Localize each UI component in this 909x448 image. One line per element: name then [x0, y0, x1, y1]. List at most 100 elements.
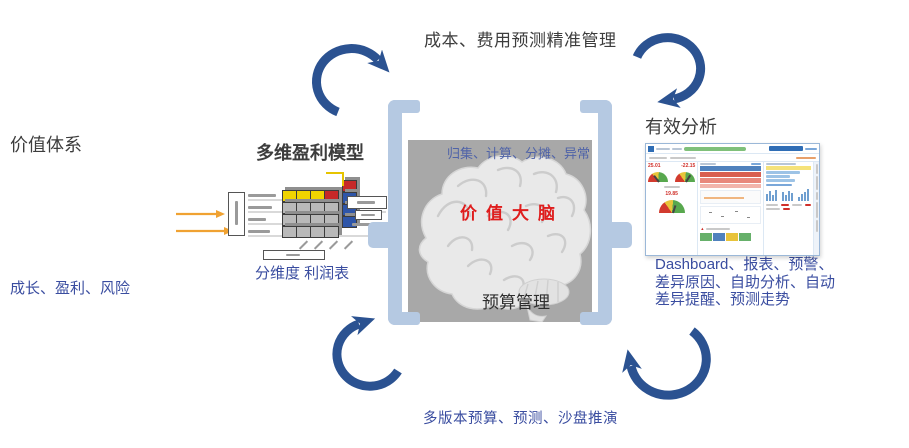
- text-line: [663, 186, 680, 188]
- table-header: [700, 166, 762, 171]
- budget-management-label: 预算管理: [482, 293, 550, 312]
- cube-cell: [296, 202, 311, 214]
- text-line: [783, 208, 791, 210]
- scatter-chart-mini: [700, 206, 762, 224]
- cycle-arrow-bottom-right-icon: [622, 327, 711, 400]
- text-line: [700, 163, 717, 165]
- dashboard-middle-column: ▲: [697, 162, 765, 255]
- analysis-caption-line: Dashboard、报表、预警、: [655, 256, 834, 273]
- cube-cell: [324, 190, 339, 202]
- analysis-caption-line: 差异原因、自助分析、自动: [655, 273, 836, 291]
- dashboard-right-column: [764, 162, 813, 255]
- dashboard-gauges-column: 25.01 -22.15 19.85: [646, 162, 697, 255]
- text-line: [781, 204, 790, 206]
- text-line: [672, 147, 682, 150]
- text-line: [706, 228, 731, 230]
- table-row: [700, 172, 762, 177]
- kpi-value: 19.85: [665, 191, 678, 197]
- dashboard-screenshot: 25.01 -22.15 19.85: [645, 143, 820, 256]
- analysis-title: 有效分析: [645, 117, 717, 137]
- gauge-chart: [648, 172, 668, 182]
- cube-cell: [296, 226, 311, 238]
- cube-cell: [310, 226, 325, 238]
- cycle-arrow-top-left-icon: [312, 44, 390, 117]
- cube-cell: [324, 226, 339, 238]
- gauge-chart: [675, 172, 696, 182]
- text-line: [796, 156, 816, 159]
- text-line: [805, 147, 817, 150]
- cube-cell: [282, 226, 297, 238]
- hbar: [766, 171, 801, 174]
- text-line: [766, 204, 779, 206]
- dashboard-header: [646, 144, 819, 154]
- cube-cell: [310, 190, 325, 202]
- text-line: [313, 240, 324, 250]
- bar-chart-mini: [700, 190, 762, 204]
- cube-cell: [282, 202, 297, 214]
- profit-model-title: 多维盈利模型: [256, 143, 364, 163]
- value-system-caption: 成长、盈利、风险: [10, 280, 131, 297]
- hbar: [766, 175, 791, 178]
- hbar: [766, 179, 796, 182]
- cube-cell: [342, 180, 357, 192]
- text-line: [235, 201, 238, 225]
- heatmap-squares: [700, 233, 761, 243]
- text-line: [751, 163, 762, 165]
- cube-cell: [296, 190, 311, 202]
- logo-icon: [648, 145, 654, 152]
- kpi-value: 25.01: [648, 163, 661, 169]
- cube-cell: [282, 190, 297, 202]
- profit-model-caption: 分维度 利润表: [255, 265, 350, 282]
- text-line: [656, 147, 670, 150]
- cycle-arrow-bottom-left-icon: [332, 316, 402, 391]
- text-line: [815, 176, 818, 190]
- text-line: [352, 223, 372, 226]
- cube-cell: [310, 214, 325, 226]
- text-line: [766, 184, 793, 186]
- dashboard-side-rail: [813, 162, 819, 255]
- text-line: [248, 230, 270, 233]
- bottom-flow-label: 多版本预算、预测、沙盘推演: [423, 411, 618, 427]
- text-line: [792, 204, 803, 206]
- brain-icon: [418, 155, 592, 322]
- kpi-value: -22.15: [681, 163, 696, 169]
- dashboard-subheader: [646, 154, 819, 162]
- cube-axis-box: [228, 192, 245, 236]
- top-flow-label: 成本、费用预测精准管理: [424, 31, 617, 50]
- mini-bar-charts: [766, 188, 811, 201]
- progress-strip: [684, 146, 746, 151]
- text-line: [670, 156, 696, 159]
- cube-highlight-connector: [326, 172, 344, 186]
- text-line: [815, 164, 818, 174]
- text-line: [815, 192, 818, 200]
- text-line: [248, 218, 266, 221]
- analysis-caption: Dashboard、报表、预警、 差异原因、自助分析、自动 差异提醒、预测走势: [655, 256, 835, 309]
- text-line: [815, 220, 818, 232]
- cube-cell: [296, 214, 311, 226]
- cube-bottom-axis-box: [263, 250, 325, 260]
- text-line: [248, 206, 272, 209]
- cube-callout-box: [347, 196, 387, 209]
- cube-cell: [324, 202, 339, 214]
- text-line: [815, 202, 818, 218]
- text-line: [766, 163, 797, 165]
- text-line: [357, 201, 375, 204]
- text-line: [766, 208, 781, 210]
- text-line: [286, 253, 300, 256]
- profit-cube-illustration: [200, 156, 392, 262]
- value-system-title: 价值体系: [10, 135, 82, 155]
- cube-callout-box: [355, 210, 382, 220]
- table-row: [700, 184, 762, 188]
- value-brain-panel: 归集、计算、分摊、异常 价值大脑 预算管理: [408, 140, 592, 322]
- text-line: [649, 156, 667, 159]
- value-brain-title: 价值大脑: [460, 204, 564, 223]
- text-line: [361, 213, 375, 216]
- analysis-caption-line: 差异提醒、预测走势: [655, 291, 791, 308]
- highlight-row: [766, 166, 812, 170]
- text-line: [343, 240, 354, 250]
- cube-cell: [310, 202, 325, 214]
- header-button: [769, 146, 803, 151]
- gauge-chart: [658, 200, 685, 213]
